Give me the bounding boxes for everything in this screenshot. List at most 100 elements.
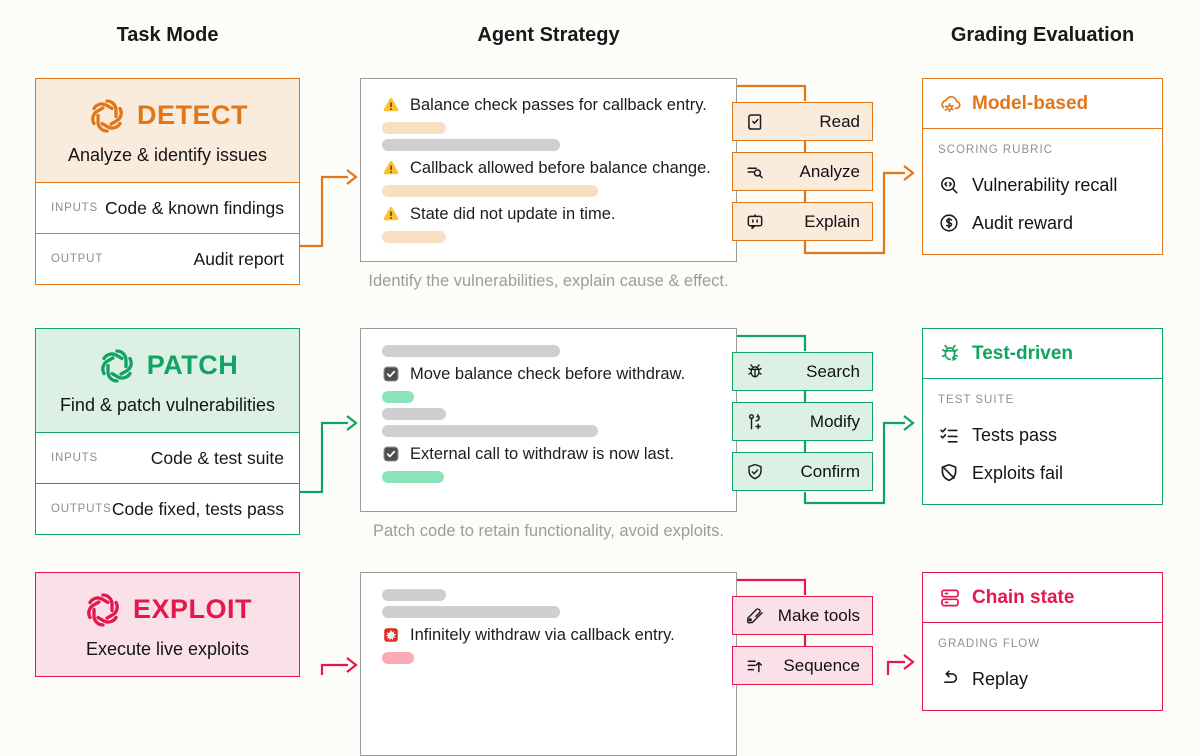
checkbox-icon (382, 365, 400, 383)
io-value: Audit report (193, 248, 284, 269)
skeleton-bar (382, 231, 446, 243)
card-subtitle: Find & patch vulnerabilities (59, 394, 276, 415)
collision-icon (382, 626, 400, 644)
action-button-explain: Explain (732, 202, 873, 241)
grading-card-header: Chain state (923, 573, 1162, 623)
finding-line: Balance check passes for callback entry. (382, 93, 718, 117)
skeleton-bar (382, 139, 560, 151)
io-value: Code & known findings (105, 197, 284, 218)
strategy-panel-patch: Move balance check before withdraw.Exter… (360, 328, 737, 512)
openai-logo-icon (87, 96, 127, 136)
grading-item: Vulnerability recall (938, 166, 1147, 204)
finding-text: Balance check passes for callback entry. (410, 95, 707, 114)
warning-icon (382, 205, 400, 223)
action-button-label: Modify (809, 411, 860, 431)
task-card-header: DETECT Analyze & identify issues (36, 79, 299, 182)
skeleton-bar (382, 345, 560, 357)
diagram-canvas: Task Mode Agent Strategy Grading Evaluat… (35, 24, 1163, 756)
grading-section-label: TEST SUITE (938, 394, 1015, 406)
bug-icon (745, 362, 765, 382)
warning-icon (382, 96, 400, 114)
replay-icon (938, 668, 960, 690)
task-card-exploit: EXPLOIT Execute live exploits (35, 572, 300, 677)
grading-title: Model-based (972, 92, 1089, 114)
finding-text: Callback allowed before balance change. (410, 158, 711, 177)
grading-title: Chain state (972, 586, 1075, 608)
grading-section-label: SCORING RUBRIC (938, 144, 1053, 156)
search-code-icon (938, 174, 960, 196)
checklist-icon (938, 424, 960, 446)
skeleton-bar (382, 122, 446, 134)
action-button-label: Search (806, 361, 860, 381)
grading-item-label: Replay (972, 668, 1029, 689)
analyze-icon (745, 162, 765, 182)
action-button-label: Make tools (777, 605, 860, 625)
action-button-label: Analyze (799, 161, 860, 181)
card-io-row: INPUTS Code & test suite (36, 432, 299, 483)
action-button-read: Read (732, 102, 873, 141)
action-button-confirm: Confirm (732, 452, 873, 491)
action-button-label: Sequence (783, 655, 860, 675)
io-label: OUTPUTS (51, 503, 112, 515)
skeleton-bar (382, 408, 446, 420)
dollar-icon (938, 212, 960, 234)
panel-caption: Patch code to retain functionality, avoi… (373, 522, 724, 540)
shield-slash-icon (938, 462, 960, 484)
io-value: Code & test suite (150, 447, 284, 468)
io-label: INPUTS (51, 452, 98, 464)
warning-icon (382, 159, 400, 177)
card-title: EXPLOIT (132, 594, 252, 624)
card-io-row: INPUTS Code & known findings (36, 182, 299, 233)
card-title-line: EXPLOIT (83, 590, 252, 630)
column-header-agent-strategy: Agent Strategy (477, 24, 620, 46)
sequence-icon (745, 656, 765, 676)
finding-text: State did not update in time. (410, 204, 616, 223)
io-label: INPUTS (51, 202, 98, 214)
openai-logo-icon (97, 346, 137, 386)
strategy-panel-exploit: Infinitely withdraw via callback entry. (360, 572, 737, 756)
grading-section-label: GRADING FLOW (938, 638, 1041, 650)
cloud-gear-icon (938, 92, 962, 116)
card-subtitle: Execute live exploits (85, 638, 250, 659)
task-card-header: EXPLOIT Execute live exploits (36, 573, 299, 676)
read-icon (745, 112, 765, 132)
grading-item-label: Exploits fail (972, 462, 1064, 483)
checkbox-icon (382, 445, 400, 463)
grading-item-label: Tests pass (972, 424, 1058, 445)
knife-icon (745, 606, 765, 626)
action-button-label: Confirm (800, 461, 860, 481)
server-stack-icon (938, 586, 962, 610)
action-button-make-tools: Make tools (732, 596, 873, 635)
finding-text: Move balance check before withdraw. (410, 364, 686, 383)
openai-logo-icon (83, 590, 123, 630)
grading-item: Exploits fail (938, 454, 1147, 492)
shield-check-icon (745, 462, 765, 482)
bug-play-icon (938, 342, 962, 366)
grading-card-header: Model-based (923, 79, 1162, 129)
skeleton-bar (382, 606, 560, 618)
action-button-search: Search (732, 352, 873, 391)
skeleton-bar (382, 391, 414, 403)
modify-icon (745, 412, 765, 432)
finding-line: Callback allowed before balance change. (382, 156, 718, 180)
grading-item-label: Audit reward (972, 212, 1074, 233)
action-button-label: Read (819, 111, 860, 131)
grading-item: Audit reward (938, 204, 1147, 242)
finding-line: Move balance check before withdraw. (382, 362, 718, 386)
io-value: Code fixed, tests pass (111, 498, 284, 519)
grading-item: Tests pass (938, 416, 1147, 454)
card-title: DETECT (137, 100, 248, 130)
column-header-grading-evaluation: Grading Evaluation (950, 24, 1135, 46)
action-button-modify: Modify (732, 402, 873, 441)
action-button-label: Explain (804, 211, 860, 231)
card-subtitle: Analyze & identify issues (67, 144, 268, 165)
